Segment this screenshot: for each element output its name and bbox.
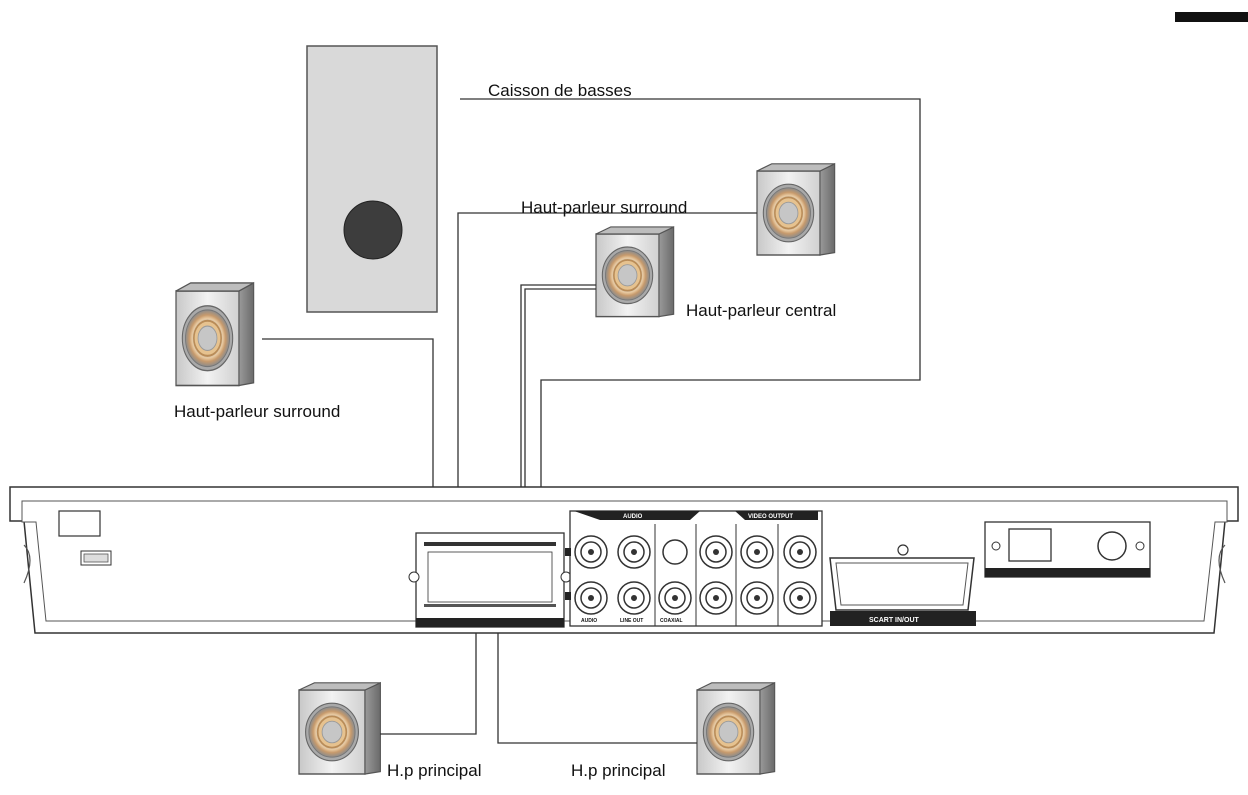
speaker-center: [595, 226, 675, 318]
label-front-right: H.p principal: [571, 761, 666, 780]
label-center: Haut-parleur central: [686, 301, 837, 320]
coaxial-label: COAXIAL: [660, 618, 683, 624]
audio-header: AUDIO: [623, 514, 643, 520]
label-surround-left: Haut-parleur surround: [174, 402, 341, 421]
label-subwoofer: Caisson de basses: [488, 81, 632, 100]
label-surround-right: Haut-parleur surround: [521, 198, 688, 217]
line-out-label: LINE OUT: [620, 618, 643, 624]
speaker-surround-right: [756, 162, 836, 256]
subwoofer-box: [306, 45, 438, 313]
speaker-surround-left: [174, 281, 255, 387]
audio-out-label: AUDIO: [581, 618, 597, 624]
label-front-left: H.p principal: [387, 761, 482, 780]
scart-label: SCART IN/OUT: [869, 617, 920, 624]
video-output-header: VIDEO OUTPUT: [748, 514, 793, 520]
speaker-front-left: [298, 681, 382, 775]
page-corner-mark: [1175, 12, 1248, 22]
speaker-front-right: [696, 681, 776, 775]
player-rear-panel: AUDIO VIDEO OUTPUT AUDIO L: [9, 486, 1239, 634]
